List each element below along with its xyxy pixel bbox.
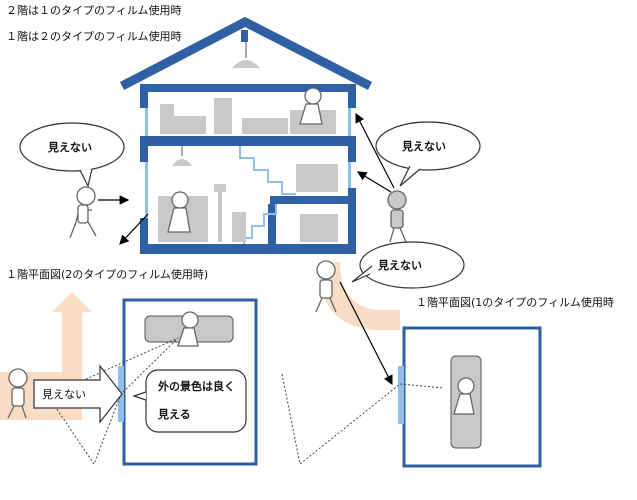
view-arrow-right-high [355, 112, 395, 189]
view-arrow-right-low [356, 171, 392, 193]
speech-bubble-street [351, 241, 465, 289]
caption-floor1: １階は２のタイプのフィルム使用時 [6, 30, 182, 43]
view-arrow-out [119, 213, 149, 245]
view-arrow-street [339, 281, 393, 386]
person-street [315, 260, 337, 313]
house-cross-section [119, 16, 373, 254]
view-note-box [145, 369, 247, 433]
note-line-1: 外の景色は良く [158, 380, 235, 393]
person-left [69, 186, 97, 239]
walking-path-right [318, 262, 400, 330]
floor-plan-right [281, 326, 542, 468]
bubble-text-street: 見えない [378, 259, 422, 272]
floor-plan-left [33, 298, 258, 466]
caption-floor2: ２階は１のタイプのフィルム使用時 [6, 4, 182, 17]
blocked-view-arrow [33, 364, 123, 424]
bubble-text-right: 見えない [402, 140, 446, 153]
bubble-text-left: 見えない [48, 141, 92, 154]
person-right [387, 190, 407, 243]
plan-title-left: １階平面図(2のタイプのフィルム使用時) [6, 268, 209, 281]
plan-title-right: １階平面図(1のタイプのフィルム使用時 [416, 296, 614, 309]
arrow-text: 見えない [42, 388, 86, 401]
speech-bubble-right [375, 121, 481, 187]
person-plan-left [7, 368, 28, 419]
speech-bubble-left [19, 122, 125, 188]
note-line-2: 見える [158, 408, 191, 421]
